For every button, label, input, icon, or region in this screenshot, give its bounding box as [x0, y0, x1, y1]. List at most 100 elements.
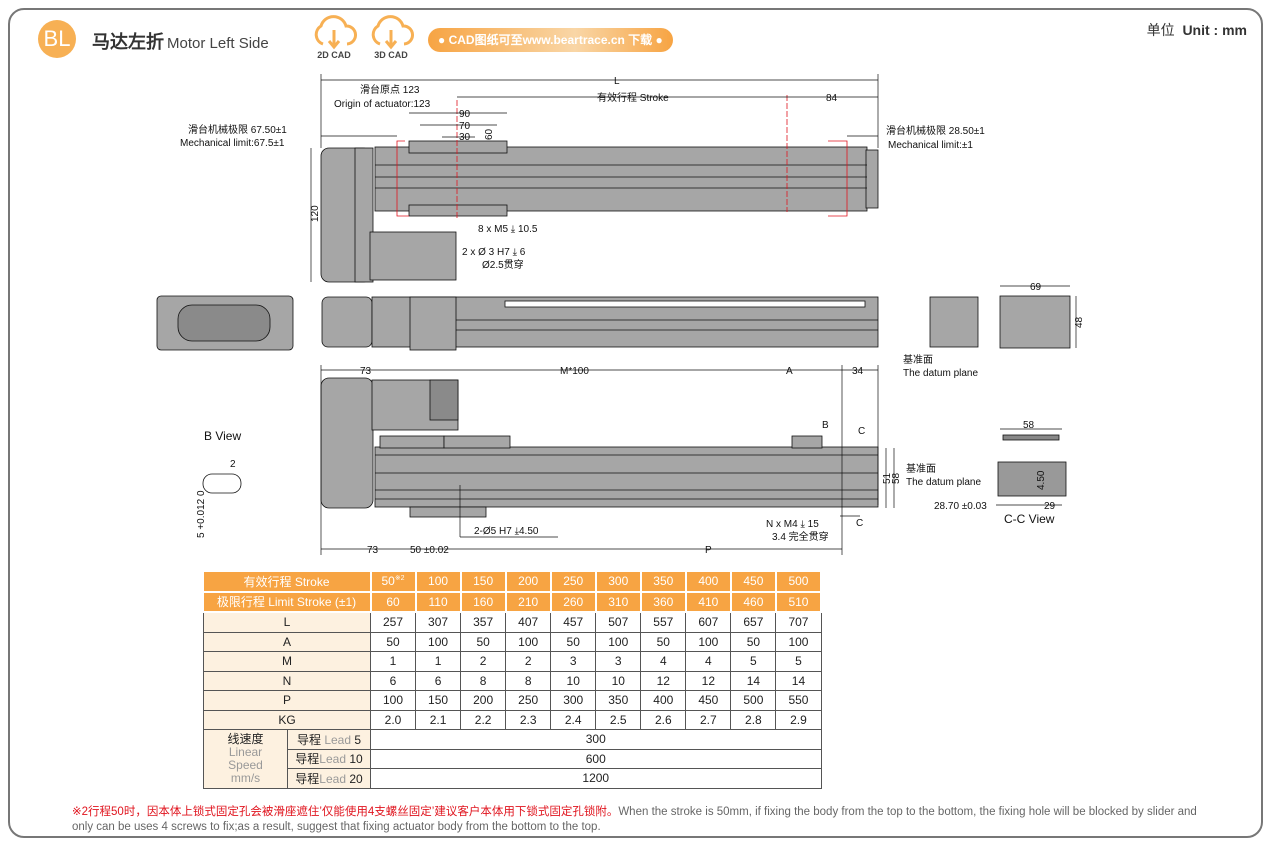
callout-pin-thru: Ø2.5贯穿 — [482, 258, 524, 271]
mech-limit-right-en: Mechanical limit:±1 — [888, 140, 973, 151]
cell: 2.4 — [550, 709, 597, 730]
cell: 550 — [775, 690, 822, 711]
dim-60: 60 — [484, 128, 495, 140]
cell: 357 — [460, 611, 507, 633]
limit-header: 极限行程 Limit Stroke (±1) — [203, 591, 372, 613]
dim-4-50: 4.50 — [1036, 470, 1047, 490]
dim-b-2: 2 — [230, 459, 236, 470]
callout-m5: 8 x M5 ⤓ 10.5 — [478, 224, 538, 235]
cell: 5 — [775, 651, 822, 672]
cell: 14 — [730, 670, 777, 691]
cell: 12 — [685, 670, 732, 691]
dim-L: L — [614, 76, 620, 87]
dim-73-bottom: 73 — [367, 545, 379, 556]
dim-34: 34 — [852, 366, 864, 377]
cell: 50 — [640, 631, 687, 652]
footnote: ※2行程50时，因本体上锁式固定孔会被滑座遮住’仅能使用4支螺丝固定’建议客户本… — [72, 806, 1197, 833]
cell: 2.1 — [415, 709, 462, 730]
actuator-body-bottom — [374, 446, 879, 508]
download-link[interactable]: ● CAD图纸可至www.beartrace.cn 下载 ● — [428, 28, 673, 52]
cell: 3 — [550, 651, 597, 672]
dim-29: 29 — [1044, 501, 1056, 512]
callout-m4: N x M4 ⤓ 15 — [766, 519, 819, 530]
label-B: B — [822, 420, 829, 431]
cell: 507 — [595, 611, 642, 633]
actuator-body-top — [374, 146, 868, 212]
dim-58-vertical: 58 — [891, 472, 902, 484]
b-view-slot — [202, 473, 242, 494]
cell: 50※2 — [370, 572, 417, 593]
cell: 350 — [595, 690, 642, 711]
cell: 100 — [415, 631, 462, 652]
dim-stroke: 有效行程 Stroke — [597, 91, 669, 104]
mech-limit-left-en: Mechanical limit:67.5±1 — [180, 138, 285, 149]
cell: 2.0 — [369, 709, 417, 730]
cell: 3 — [595, 651, 642, 672]
label-C-top: C — [858, 426, 865, 437]
dim-A: A — [786, 366, 793, 377]
cell: 300 — [550, 690, 597, 711]
cell: 257 — [369, 611, 417, 633]
cell: 8 — [505, 670, 552, 691]
origin-cn: 滑台原点 123 — [360, 83, 420, 96]
cell: 450 — [685, 690, 732, 711]
table-row-lead10: 导程Lead 10 600 — [204, 748, 822, 769]
cell: 6 — [369, 670, 417, 691]
cloud-download-icon — [371, 15, 414, 50]
title-cn: 马达左折 — [92, 32, 164, 52]
cell: 400 — [640, 690, 687, 711]
cell: 2 — [505, 651, 552, 672]
cad-3d-button[interactable]: 3D CAD — [362, 14, 420, 60]
cell: 8 — [460, 670, 507, 691]
cell: 14 — [775, 670, 822, 691]
cell: 307 — [415, 611, 462, 633]
datum-en-2: The datum plane — [906, 477, 981, 488]
cell: 50 — [730, 631, 777, 652]
dim-73-top: 73 — [360, 366, 372, 377]
cell: 407 — [505, 611, 552, 633]
dim-48: 48 — [1074, 316, 1085, 328]
datum-cn-1: 基准面 — [903, 353, 933, 366]
cad-2d-label: 2D CAD — [317, 50, 351, 60]
row-label: P — [203, 690, 371, 711]
cell: 2.3 — [505, 709, 552, 730]
cell: 6 — [415, 670, 462, 691]
cell: 2.6 — [640, 709, 687, 730]
cell: 4 — [685, 651, 732, 672]
callout-pin5: 2-Ø5 H7 ⤓4.50 — [474, 526, 539, 537]
title-en: Motor Left Side — [167, 35, 269, 52]
stroke-header: 有效行程 Stroke — [203, 572, 372, 593]
cell: 2.2 — [460, 709, 507, 730]
dim-69: 69 — [1030, 282, 1042, 293]
cell: 2.8 — [730, 709, 777, 730]
cell: 100 — [685, 631, 732, 652]
cell: 150 — [415, 690, 462, 711]
callout-pin: 2 x Ø 3 H7 ⤓ 6 — [462, 247, 526, 258]
motor-top — [369, 231, 457, 281]
row-label: N — [203, 670, 371, 691]
cell: 50 — [460, 631, 507, 652]
cell: 500 — [730, 690, 777, 711]
b-view-label: B View — [204, 429, 241, 443]
cell: 607 — [685, 611, 732, 633]
dim-50: 50 ±0.02 — [410, 545, 449, 556]
cell: 50 — [550, 631, 597, 652]
cell: 100 — [505, 631, 552, 652]
cad-2d-button[interactable]: 2D CAD — [305, 14, 363, 60]
model-badge: BL — [38, 20, 76, 58]
dim-120: 120 — [310, 205, 321, 222]
cell: 50 — [369, 631, 417, 652]
origin-en: Origin of actuator:123 — [334, 99, 431, 110]
cell: 100 — [775, 631, 822, 652]
datum-en-1: The datum plane — [903, 368, 978, 379]
